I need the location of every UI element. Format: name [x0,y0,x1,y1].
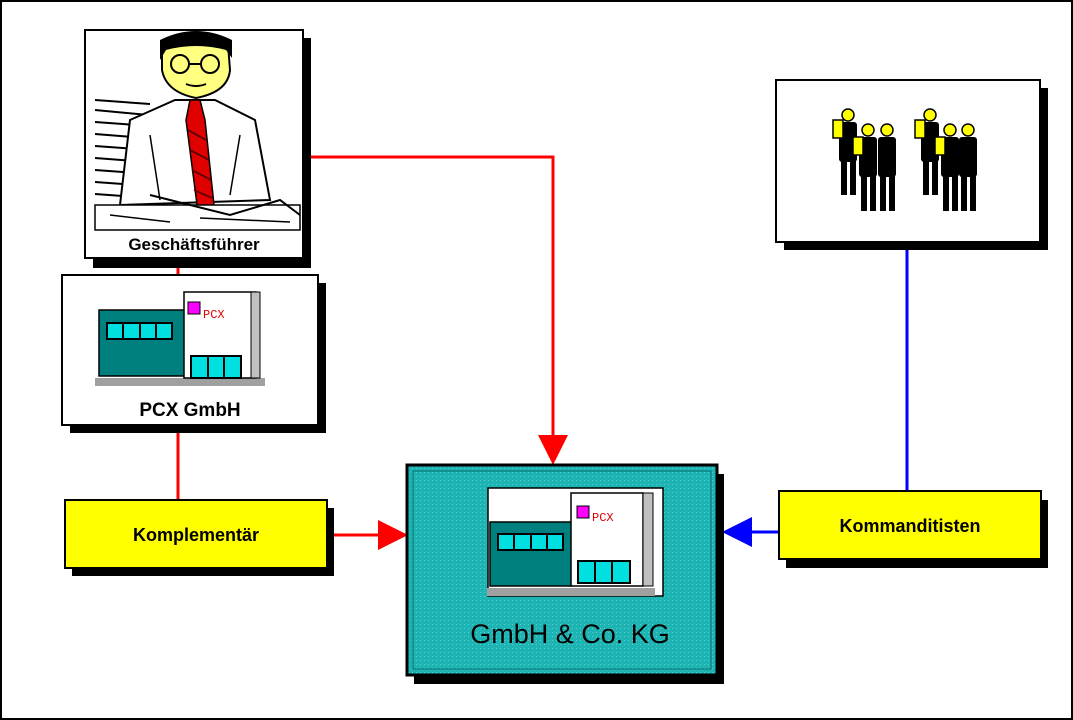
pcx-gmbh-node: PCX PCX GmbH [61,274,326,433]
komplementaer-node: Komplementär [64,499,334,576]
pcx-logo-text: PCX [203,308,225,322]
kommanditisten-group-node [775,79,1048,250]
company-building-icon: PCX [95,291,265,386]
gmbh-co-kg-node: PCX GmbH & Co. KG [405,463,724,684]
komplementaer-label: Komplementär [133,525,259,545]
pcx-gmbh-label: PCX GmbH [139,400,240,421]
gmbh-co-kg-label: GmbH & Co. KG [470,619,670,649]
kommanditisten-label: Kommanditisten [839,516,980,536]
arrow-manager-to-kg [303,155,568,465]
geschaeftsfuehrer-node: Geschäftsführer [84,29,311,268]
kg-pcx-logo-text: PCX [592,511,614,525]
company-building-icon: PCX [487,487,664,597]
geschaeftsfuehrer-label: Geschäftsführer [128,235,260,254]
businessman-at-desk-icon [92,31,301,231]
connectors [176,155,909,550]
shareholders-group-icon [832,108,977,211]
kommanditisten-node: Kommanditisten [778,490,1048,568]
